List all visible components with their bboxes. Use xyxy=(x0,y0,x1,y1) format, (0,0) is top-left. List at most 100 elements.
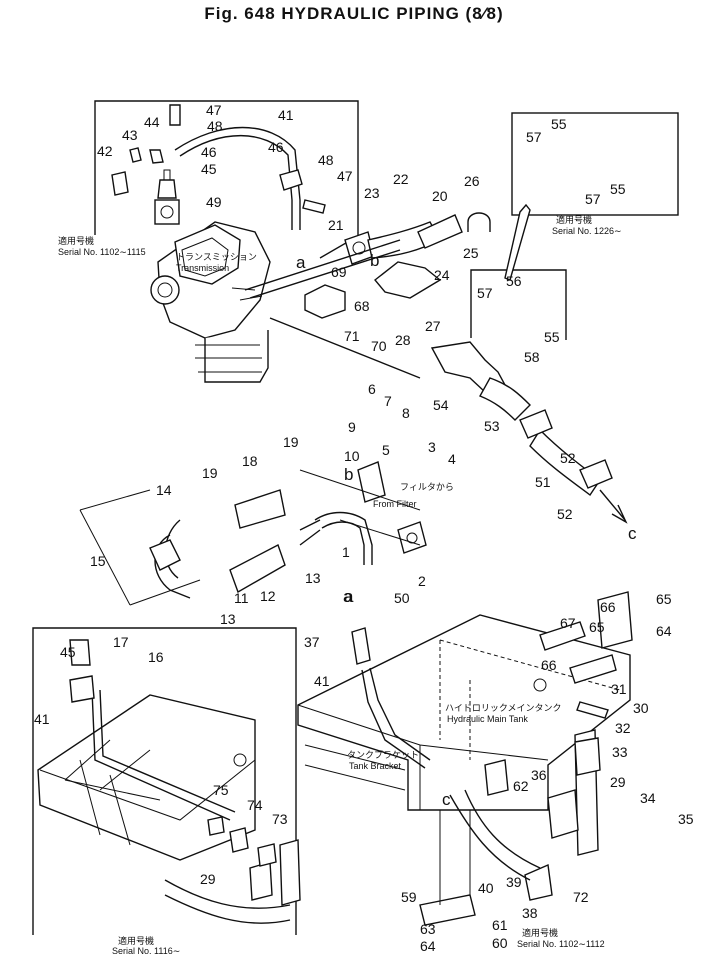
serial-top-left-jp: 適用号機 xyxy=(58,235,94,246)
callout-48: 48 xyxy=(207,118,223,134)
callout-34: 34 xyxy=(640,790,656,806)
callout-21: 21 xyxy=(328,217,344,233)
callout-7: 7 xyxy=(384,393,392,409)
tank-bracket-label: Tank Bracket xyxy=(349,761,402,771)
callout-32: 32 xyxy=(615,720,631,736)
callout-51: 51 xyxy=(535,474,551,490)
leader-lines-middle xyxy=(79,469,421,606)
hose-12 xyxy=(229,544,286,594)
callout-73: 73 xyxy=(272,811,288,827)
direction-arrow-top xyxy=(504,203,531,281)
callout-42: 42 xyxy=(97,143,113,159)
clip-46 xyxy=(279,169,303,191)
callout-48: 48 xyxy=(318,152,334,168)
fitting-72 xyxy=(257,843,277,867)
callout-55: 55 xyxy=(610,181,626,197)
serial-top-right-jp: 適用号機 xyxy=(556,214,592,225)
callout-36: 36 xyxy=(531,767,547,783)
callout-49: 49 xyxy=(206,194,222,210)
callout-25: 25 xyxy=(463,245,479,261)
flange-5 xyxy=(357,461,386,503)
callout-29: 29 xyxy=(610,774,626,790)
callout-19: 19 xyxy=(283,434,299,450)
callout-41: 41 xyxy=(34,711,50,727)
bolt-47a xyxy=(169,104,181,126)
callout-11: 11 xyxy=(234,590,249,606)
callout-15: 15 xyxy=(90,553,106,569)
flange-2 xyxy=(397,521,427,554)
callout-43: 43 xyxy=(122,127,138,143)
fitting-73 xyxy=(229,827,249,853)
inset-hose-29 xyxy=(164,839,301,924)
inset-box-middle-right xyxy=(470,269,567,340)
callout-72: 72 xyxy=(573,889,589,905)
bracket-68 xyxy=(304,284,346,319)
callout-64: 64 xyxy=(656,623,672,639)
pipe-1 xyxy=(299,511,373,565)
bracket-24 xyxy=(374,261,442,299)
nut-43 xyxy=(129,147,142,163)
callout-4: 4 xyxy=(448,451,456,467)
callout-44: 44 xyxy=(144,114,160,130)
main-tank-label: Hydraulic Main Tank xyxy=(447,714,528,724)
hose-51 xyxy=(529,428,601,497)
callout-2: 2 xyxy=(418,573,426,589)
fitting-37 xyxy=(351,627,371,665)
callout-18: 18 xyxy=(242,453,258,469)
serial-bottom-left: Serial No. 1116∼ xyxy=(112,946,180,955)
callout-47: 47 xyxy=(206,102,222,118)
callout-50: 50 xyxy=(394,590,410,606)
callout-60: 60 xyxy=(492,935,508,951)
hose-tank-bottom xyxy=(449,789,541,881)
callout-71: 71 xyxy=(344,328,360,344)
callout-37: 37 xyxy=(304,634,320,650)
ref-letter-c: c xyxy=(442,790,451,809)
callout-47: 47 xyxy=(337,168,353,184)
callout-5: 5 xyxy=(382,442,390,458)
callout-56: 56 xyxy=(506,273,522,289)
bolt-47b xyxy=(302,199,326,214)
elbow-pipe-53 xyxy=(430,341,531,421)
callout-52: 52 xyxy=(557,506,573,522)
callout-27: 27 xyxy=(425,318,441,334)
from-filter: From Filter xyxy=(373,499,417,509)
callout-65: 65 xyxy=(589,619,605,635)
callout-13: 13 xyxy=(305,570,321,586)
callout-45: 45 xyxy=(60,644,76,660)
transmission-label: Transmission xyxy=(176,263,229,273)
callout-28: 28 xyxy=(395,332,411,348)
callout-55: 55 xyxy=(551,116,567,132)
callout-38: 38 xyxy=(522,905,538,921)
fittings-64-66 xyxy=(539,591,633,684)
callout-61: 61 xyxy=(492,917,508,933)
callout-23: 23 xyxy=(364,185,380,201)
callout-58: 58 xyxy=(524,349,540,365)
callout-64: 64 xyxy=(420,938,436,954)
inset-box-top-right xyxy=(511,112,679,216)
callout-46: 46 xyxy=(201,144,217,160)
ref-letter-b: b xyxy=(370,251,379,270)
switch-45-inset xyxy=(69,639,91,666)
elbow-42 xyxy=(111,171,129,196)
callout-6: 6 xyxy=(368,381,376,397)
callout-29: 29 xyxy=(200,871,216,887)
serial-top-left: Serial No. 1102∼1115 xyxy=(58,247,146,257)
hose-18 xyxy=(234,489,286,529)
callout-53: 53 xyxy=(484,418,500,434)
callout-41: 41 xyxy=(278,107,294,123)
callout-57: 57 xyxy=(585,191,601,207)
inset-tank-variant xyxy=(37,694,256,861)
callout-12: 12 xyxy=(260,588,276,604)
transmission-housing xyxy=(150,221,271,383)
serial-bottom-left-jp: 適用号機 xyxy=(118,935,154,946)
callout-75: 75 xyxy=(213,782,229,798)
callout-19: 19 xyxy=(202,465,218,481)
callout-67: 67 xyxy=(560,615,576,631)
callout-41: 41 xyxy=(314,673,330,689)
inset-tube-41 xyxy=(91,689,236,821)
callout-57: 57 xyxy=(477,285,493,301)
callout-52: 52 xyxy=(560,450,576,466)
